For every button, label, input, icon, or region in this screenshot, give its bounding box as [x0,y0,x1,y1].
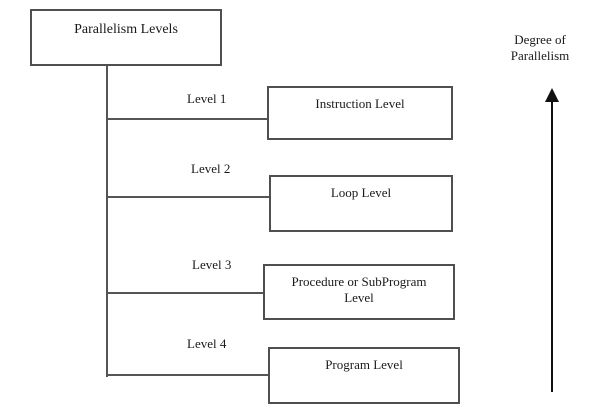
level-2-label: Level 2 [191,161,231,176]
level-3-label: Level 3 [192,257,232,272]
up-arrow-head-icon [545,88,559,102]
node-label: Parallelism Levels [74,22,178,37]
node-label: Instruction Level [315,96,405,111]
level-3-connector-line [108,292,263,294]
node-instruction-level: Instruction Level [267,86,453,140]
node-label: Procedure or SubProgram Level [291,274,427,306]
node-label: Loop Level [330,185,392,200]
node-program-level: Program Level [268,347,460,404]
node-procedure-or-subprogram-level: Procedure or SubProgram Level [263,264,455,320]
level-4-label: Level 4 [187,336,227,351]
level-4-connector-line [108,374,268,376]
trunk-connector-line [106,66,108,377]
level-1-connector-line [108,118,267,120]
level-1-label: Level 1 [187,91,227,106]
degree-of-parallelism-label: Degree of Parallelism [510,32,570,63]
node-parallelism-levels: Parallelism Levels [30,9,222,66]
up-arrow-shaft [551,100,553,392]
node-loop-level: Loop Level [269,175,453,232]
node-label: Program Level [325,357,403,372]
level-2-connector-line [108,196,269,198]
